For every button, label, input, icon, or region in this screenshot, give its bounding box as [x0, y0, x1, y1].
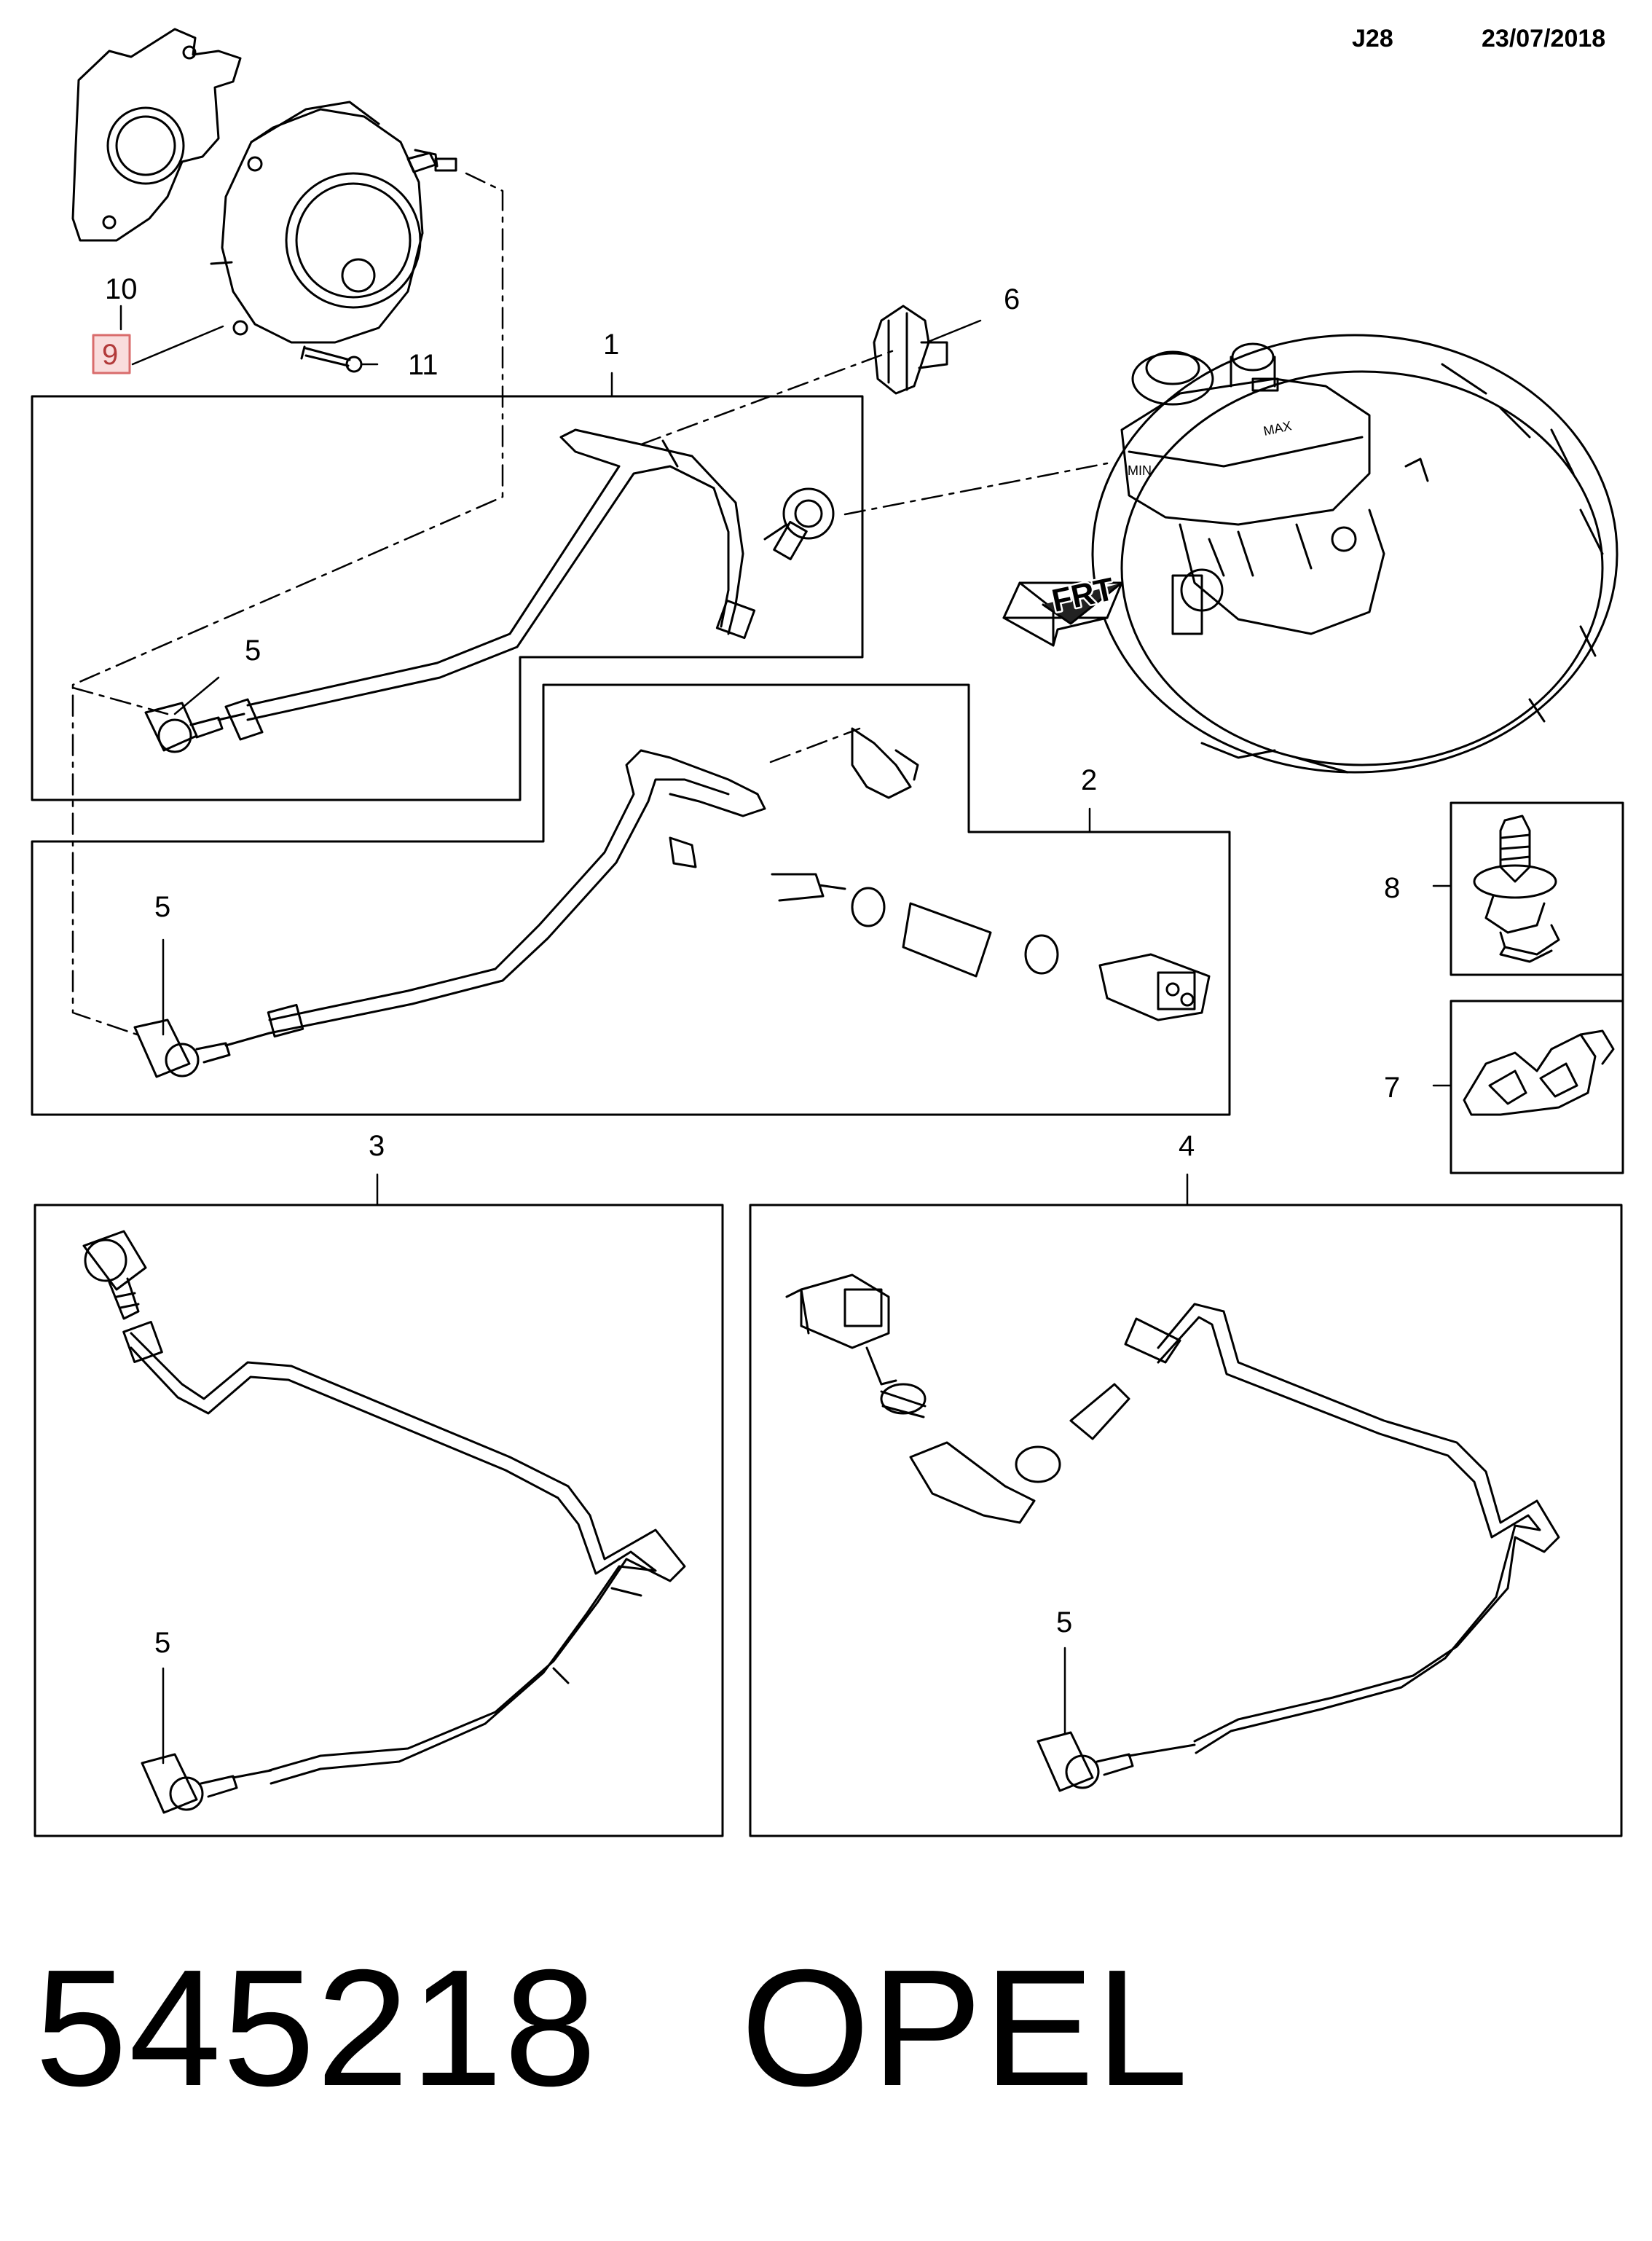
hose-fittings-2 — [771, 873, 1211, 1021]
group-frame-7 — [1450, 1000, 1624, 1174]
callout-7: 7 — [1384, 1072, 1400, 1104]
callout-9: 9 — [102, 339, 118, 371]
hose-fittings-4 — [785, 1273, 1130, 1524]
callout-6: 6 — [1004, 283, 1020, 315]
connector-5-group-2 — [133, 1019, 271, 1078]
connector-top-group-3 — [82, 1230, 147, 1320]
reservoir-min-label: MIN — [1128, 463, 1152, 478]
bolt-11 — [300, 345, 363, 373]
hose-assembly-3 — [122, 1320, 686, 1785]
vacuum-pump-9 — [210, 101, 437, 344]
part-number: 545218 — [35, 1936, 598, 2121]
group-frame-2 — [31, 683, 1231, 1116]
footer-gap — [598, 1936, 741, 2121]
callout-10: 10 — [105, 273, 138, 305]
connector-5-group-4 — [1037, 1731, 1196, 1792]
footer-part-number: 545218 OPEL — [35, 1945, 1189, 2111]
hose-assembly-2 — [267, 749, 766, 1038]
diagram-code: J28 — [1352, 25, 1393, 52]
callout-5-group-2: 5 — [154, 891, 170, 923]
callout-5-group-4: 5 — [1056, 1606, 1072, 1638]
group-frame-8 — [1450, 801, 1624, 976]
bolt-top — [414, 149, 457, 172]
diagram-date: 23/07/2018 — [1482, 25, 1606, 52]
leader-lines — [119, 305, 1452, 1765]
hose-assembly-4 — [1124, 1303, 1560, 1754]
front-direction-arrow — [1002, 581, 1123, 647]
group-frame-3 — [34, 1204, 724, 1837]
callout-8: 8 — [1384, 872, 1400, 904]
brake-booster — [1091, 334, 1618, 774]
callout-4: 4 — [1179, 1130, 1195, 1162]
connector-5-group-1 — [144, 702, 245, 753]
hose-clip-7 — [1463, 1029, 1615, 1116]
push-clip-8 — [1473, 815, 1560, 963]
callout-1: 1 — [603, 329, 619, 361]
hose-assembly-1 — [224, 428, 835, 741]
gasket-10 — [71, 28, 242, 242]
group-frame-1 — [31, 395, 864, 801]
connector-5-group-3 — [141, 1753, 272, 1814]
clip-group-2 — [851, 727, 919, 799]
callout-9-highlight — [92, 334, 131, 374]
callout-3: 3 — [369, 1130, 385, 1162]
callout-11: 11 — [408, 349, 438, 381]
reservoir-max-label: MAX — [1262, 418, 1293, 439]
group-frame-4 — [749, 1204, 1623, 1837]
callout-5-group-3: 5 — [154, 1627, 170, 1659]
clip-6 — [873, 305, 948, 395]
master-cylinder — [1120, 342, 1429, 635]
brand-name: OPEL — [740, 1936, 1190, 2121]
callout-5-group-1: 5 — [245, 635, 261, 667]
callout-2: 2 — [1081, 764, 1097, 796]
